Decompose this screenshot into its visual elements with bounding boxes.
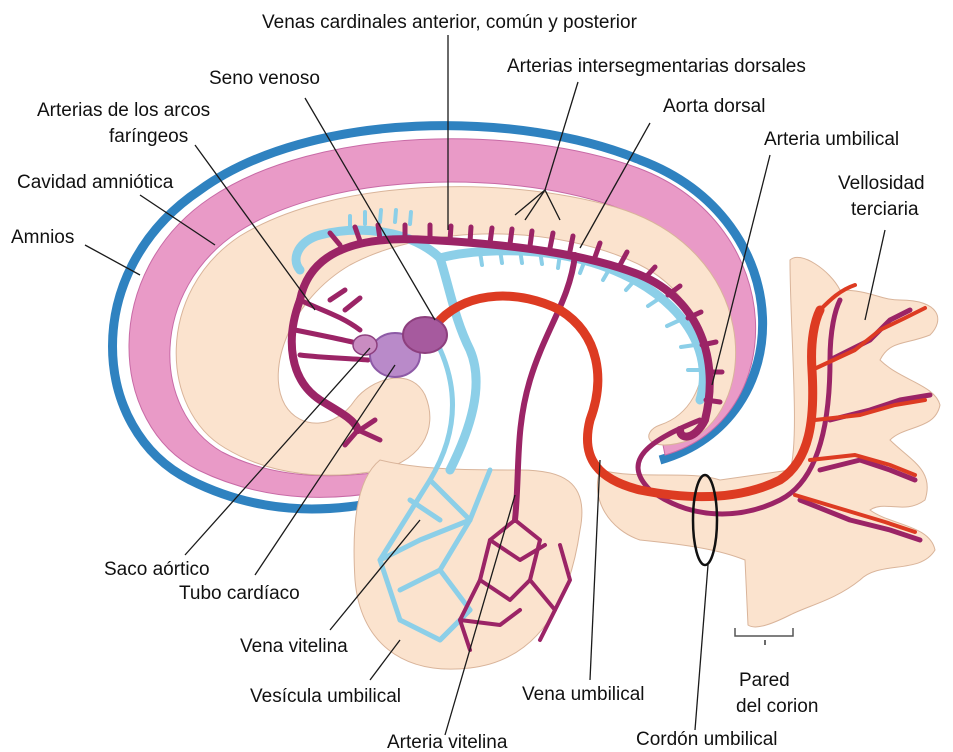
aortic-sac bbox=[353, 335, 377, 355]
embryo-body bbox=[176, 187, 735, 475]
label-vellosidad-line1: Vellosidad bbox=[838, 173, 925, 194]
label-pared-line1: Pared bbox=[739, 670, 790, 691]
umbilical-cord bbox=[597, 257, 940, 627]
label-arterias-arcos-line2: faríngeos bbox=[109, 126, 188, 147]
label-arteria-umbilical: Arteria umbilical bbox=[764, 129, 899, 150]
label-arterias-intersegmentarias: Arterias intersegmentarias dorsales bbox=[507, 56, 806, 77]
label-arterias-arcos-line1: Arterias de los arcos bbox=[37, 100, 210, 121]
label-arteria-vitelina: Arteria vitelina bbox=[387, 732, 508, 752]
label-cavidad-amniotica: Cavidad amniótica bbox=[17, 172, 174, 193]
label-aorta-dorsal: Aorta dorsal bbox=[663, 96, 765, 117]
label-seno-venoso: Seno venoso bbox=[209, 68, 320, 89]
label-vena-umbilical: Vena umbilical bbox=[522, 684, 645, 705]
label-vena-vitelina: Vena vitelina bbox=[240, 636, 348, 657]
label-pared-line2: del corion bbox=[736, 696, 818, 717]
label-vesicula-umbilical: Vesícula umbilical bbox=[250, 686, 401, 707]
sinus-venosus bbox=[403, 317, 447, 353]
label-saco-aortico: Saco aórtico bbox=[104, 559, 210, 580]
label-amnios: Amnios bbox=[11, 227, 74, 248]
label-tubo-cardiaco: Tubo cardíaco bbox=[179, 583, 300, 604]
label-cordon-umbilical: Cordón umbilical bbox=[636, 729, 778, 750]
label-vellosidad-line2: terciaria bbox=[851, 199, 919, 220]
label-venas-cardinales: Venas cardinales anterior, común y poste… bbox=[262, 12, 638, 33]
chorion-wall-bracket bbox=[735, 628, 793, 636]
